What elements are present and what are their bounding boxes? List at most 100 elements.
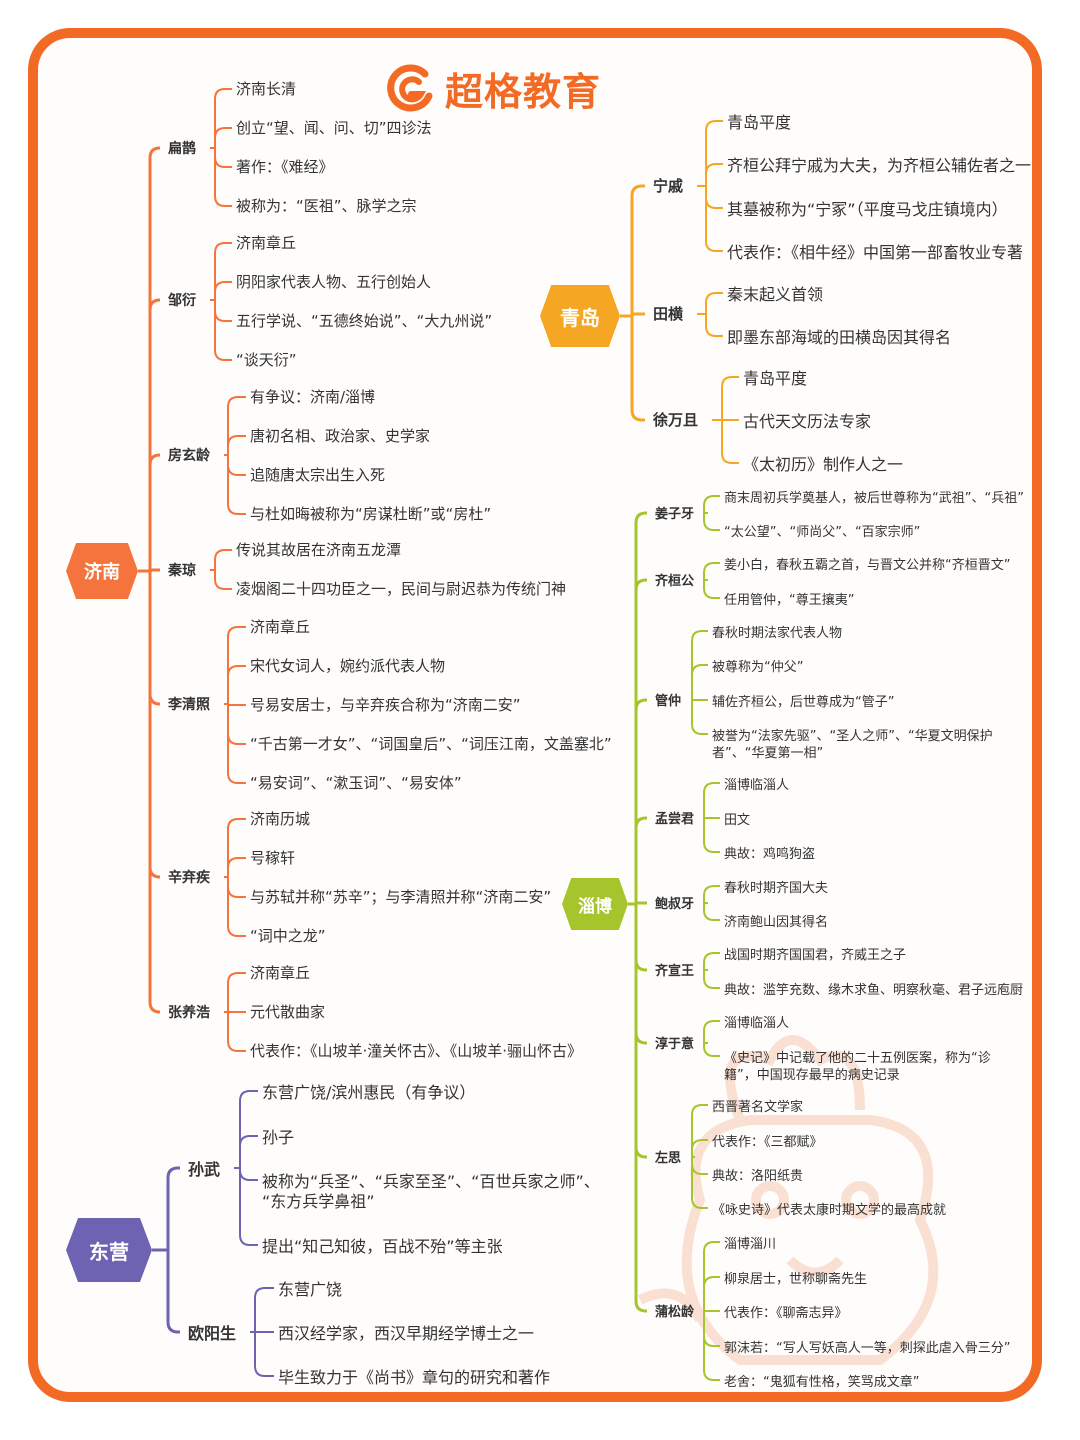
fact-text: 西汉经学家，西汉早期经学博士之一: [278, 1324, 535, 1344]
fact-text: 被尊称为“仲父”: [712, 659, 804, 675]
person-node: 秦琼: [168, 560, 196, 580]
fact-text: 《太初历》制作人之一: [743, 455, 904, 475]
fact-text: 田文: [724, 812, 751, 828]
person-node: 张养浩: [168, 1002, 210, 1022]
fact-text: 春秋时期法家代表人物: [712, 625, 843, 641]
fact-text: 被誉为“法家先驱”、“圣人之师”、“华夏文明保护: [712, 728, 993, 744]
fact-text: 五行学说、“五德终始说”、“大九州说”: [236, 312, 493, 331]
fact-text: 宋代女词人，婉约派代表人物: [250, 657, 446, 676]
person-node: 淳于意: [655, 1033, 694, 1052]
fact-text: 与杜如晦被称为“房谋杜断”或“房杜”: [250, 505, 492, 524]
person-node: 孙武: [188, 1156, 220, 1180]
fact-text: 齐桓公拜宁戚为大夫，为齐桓公辅佐者之一: [727, 156, 1032, 176]
fact-text: 济南鲍山因其得名: [724, 914, 829, 930]
fact-text: 即墨东部海域的田横岛因其得名: [727, 328, 952, 348]
fact-text: 《史记》中记载了他的二十五例医案，称为“诊: [724, 1050, 991, 1066]
person-name: 孙武: [188, 1160, 221, 1179]
person-name: 辛弃疾: [168, 869, 210, 886]
fact-text: 辅佐齐桓公，后世尊成为“管子”: [712, 694, 895, 710]
fact-text: 传说其故居在济南五龙潭: [236, 541, 402, 560]
fact-text: 任用管仲，“尊王攘夷”: [724, 592, 855, 608]
fact-text: 东营广饶: [278, 1280, 343, 1300]
fact-text: “词中之龙”: [250, 927, 326, 946]
fact-text: 唐初名相、政治家、史学家: [250, 427, 431, 446]
person-node: 房玄龄: [168, 445, 210, 465]
fact-text: 姜小白，春秋五霸之首，与晋文公并称“齐桓晋文”: [724, 557, 1011, 573]
person-node: 宁戚: [653, 175, 683, 196]
fact-text: 济南章丘: [250, 618, 311, 637]
fact-text: 代表作：《山坡羊·潼关怀古》、《山坡羊·骊山怀古》: [250, 1042, 583, 1061]
fact-text: 商末周初兵学奠基人，被后世尊称为“武祖”、“兵祖”: [724, 490, 1024, 506]
fact-text: 与苏轼并称“苏辛”；与李清照并称“济南二安”: [250, 888, 552, 907]
fact-text: 有争议：济南/淄博: [250, 388, 376, 407]
mascot-watermark-icon: [637, 1035, 939, 1365]
fact-text: “太公望”、“师尚父”、“百家宗师”: [724, 524, 921, 540]
fact-text: 典故：洛阳纸贵: [712, 1168, 804, 1184]
brand-name: 超格教育: [445, 69, 602, 114]
fact-text: 济南章丘: [250, 964, 311, 983]
fact-text: 毕生致力于《尚书》章句的研究和著作: [278, 1368, 551, 1388]
person-name: 秦琼: [168, 562, 196, 579]
fact-text: 淄博临淄人: [724, 1015, 790, 1031]
fact-text: 创立“望、闻、问、切”四诊法: [236, 119, 432, 138]
fact-text: “易安词”、“漱玉词”、“易安体”: [250, 774, 462, 793]
fact-text: 郭沫若：“写人写妖高人一等，刺探此虐入骨三分”: [724, 1340, 1011, 1356]
person-node: 左思: [655, 1147, 681, 1166]
fact-text: “谈天衍”: [236, 351, 297, 370]
fact-text: 春秋时期齐国大夫: [724, 880, 829, 896]
person-node: 孟尝君: [655, 808, 694, 827]
fact-text: 被称为“兵圣”、“兵家至圣”、“百世兵家之师”、: [262, 1172, 600, 1192]
person-name: 宁戚: [653, 176, 684, 195]
fact-text: 者”、“华夏第一相”: [712, 745, 824, 761]
fact-text: 东营广饶/滨州惠民（有争议）: [262, 1083, 476, 1103]
fact-text: “千古第一才女”、“词国皇后”、“词压江南，文盖塞北”: [250, 735, 612, 754]
person-node: 齐宣王: [655, 960, 694, 979]
brand-logo: 超格教育: [385, 60, 601, 116]
person-name: 姜子牙: [655, 507, 695, 523]
person-name: 鲍叔牙: [655, 897, 695, 913]
person-name: 张养浩: [168, 1004, 210, 1021]
person-name: 房玄龄: [168, 447, 210, 464]
fact-text: 代表作：《相牛经》中国第一部畜牧业专著: [727, 243, 1024, 263]
region-node-dongying: 东营: [66, 1218, 152, 1282]
person-name: 李清照: [168, 696, 210, 713]
person-node: 鲍叔牙: [655, 893, 694, 912]
person-node: 管仲: [655, 690, 681, 709]
brand-logo-icon: [387, 64, 433, 112]
fact-text: 代表作：《聊斋志异》: [724, 1305, 848, 1321]
person-node: 邹衍: [168, 290, 196, 310]
fact-text: 青岛平度: [727, 113, 792, 133]
fact-text: 被称为：“医祖”、脉学之宗: [236, 197, 417, 216]
person-name: 管仲: [655, 694, 682, 710]
person-node: 田横: [653, 303, 683, 324]
region-node-qingdao: 青岛: [540, 285, 620, 347]
person-node: 扁鹊: [168, 138, 196, 158]
person-node: 姜子牙: [655, 503, 694, 522]
person-name: 蒲松龄: [655, 1305, 695, 1321]
person-node: 徐万且: [653, 409, 698, 430]
fact-text: 淄博临淄人: [724, 777, 790, 793]
person-name: 田横: [653, 304, 684, 323]
person-name: 徐万且: [653, 410, 699, 429]
fact-text: 孙子: [262, 1128, 295, 1148]
fact-text: 元代散曲家: [250, 1003, 326, 1022]
fact-text: 济南章丘: [236, 234, 297, 253]
fact-text: 著作：《难经》: [236, 158, 334, 177]
fact-text: 代表作：《三都赋》: [712, 1134, 823, 1150]
person-name: 左思: [655, 1151, 682, 1167]
fact-text: 阴阳家代表人物、五行创始人: [236, 273, 432, 292]
person-node: 欧阳生: [188, 1320, 236, 1344]
fact-text: 济南长清: [236, 80, 297, 99]
fact-text: 号稼轩: [250, 849, 296, 868]
fact-text: 西晋著名文学家: [712, 1099, 804, 1115]
fact-text: 青岛平度: [743, 369, 808, 389]
person-name: 孟尝君: [655, 812, 695, 828]
fact-text: “东方兵学鼻祖”: [262, 1192, 375, 1212]
fact-text: 济南历城: [250, 810, 311, 829]
fact-text: 号易安居士，与辛弃疾合称为“济南二安”: [250, 696, 521, 715]
person-name: 齐桓公: [655, 574, 695, 590]
fact-text: 凌烟阁二十四功臣之一，民间与尉迟恭为传统门神: [236, 580, 567, 599]
fact-text: 追随唐太宗出生入死: [250, 466, 386, 485]
fact-text: 柳泉居士，世称聊斋先生: [724, 1271, 868, 1287]
